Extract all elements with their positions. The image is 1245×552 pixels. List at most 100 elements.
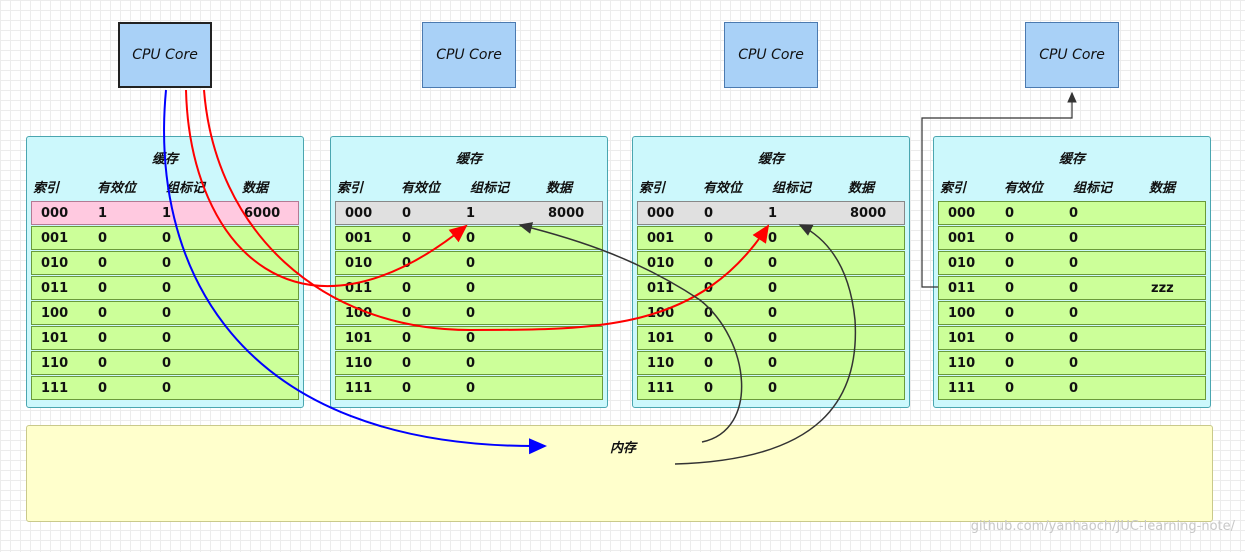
cell-valid: 0 [98, 381, 108, 396]
cpu-core-4: CPU Core [1025, 22, 1119, 88]
cell-valid: 0 [98, 306, 108, 321]
cpu-core-label: CPU Core [132, 47, 198, 63]
cell-index: 110 [41, 356, 69, 371]
cell-tag: 0 [466, 356, 476, 371]
cell-valid: 0 [704, 206, 714, 221]
cell-index: 001 [345, 231, 373, 246]
header-tag: 组标记 [772, 181, 812, 196]
cache-row: 011 0 0 [31, 276, 299, 300]
cell-index: 000 [948, 206, 976, 221]
cell-index: 011 [345, 281, 373, 296]
cell-valid: 0 [1005, 381, 1015, 396]
cpu-core-2: CPU Core [422, 22, 516, 88]
header-index: 索引 [639, 181, 666, 196]
cell-index: 111 [948, 381, 976, 396]
header-valid: 有效位 [703, 181, 743, 196]
cell-valid: 0 [402, 256, 412, 271]
cpu-core-label: CPU Core [738, 47, 804, 63]
cell-index: 110 [948, 356, 976, 371]
header-data: 数据 [546, 181, 573, 196]
cell-valid: 0 [402, 381, 412, 396]
cell-tag: 1 [162, 206, 172, 221]
cell-tag: 0 [1069, 331, 1079, 346]
cell-tag: 0 [1069, 256, 1079, 271]
header-index: 索引 [337, 181, 364, 196]
cell-tag: 0 [1069, 356, 1079, 371]
cell-tag: 0 [466, 281, 476, 296]
cell-valid: 0 [402, 206, 412, 221]
cell-tag: 0 [162, 231, 172, 246]
cell-index: 101 [948, 331, 976, 346]
cell-valid: 0 [704, 256, 714, 271]
cell-valid: 0 [98, 256, 108, 271]
memory-label: 内存 [610, 441, 637, 456]
cell-tag: 1 [466, 206, 476, 221]
cell-index: 011 [41, 281, 69, 296]
header-valid: 有效位 [401, 181, 441, 196]
credit-text: github.com/yanhaoch/JUC-learning-note/ [970, 519, 1235, 534]
cache-title: 缓存 [1058, 152, 1085, 167]
cell-valid: 0 [1005, 206, 1015, 221]
header-tag: 组标记 [470, 181, 510, 196]
cell-index: 011 [948, 281, 976, 296]
cell-valid: 0 [704, 231, 714, 246]
cache-title: 缓存 [757, 152, 784, 167]
cell-tag: 0 [1069, 231, 1079, 246]
cell-index: 001 [948, 231, 976, 246]
cell-index: 101 [647, 331, 675, 346]
header-index: 索引 [940, 181, 967, 196]
cell-index: 011 [647, 281, 675, 296]
cache-row: 101 0 0 [637, 326, 905, 350]
cell-index: 010 [345, 256, 373, 271]
cell-valid: 0 [98, 281, 108, 296]
cell-valid: 0 [704, 331, 714, 346]
cell-tag: 0 [1069, 306, 1079, 321]
cell-tag: 0 [162, 281, 172, 296]
cell-tag: 1 [768, 206, 778, 221]
cell-valid: 0 [1005, 281, 1015, 296]
cell-valid: 1 [98, 206, 108, 221]
cell-tag: 0 [162, 381, 172, 396]
cache-row: 111 0 0 [31, 376, 299, 400]
memory-box: 内存 [26, 425, 1213, 522]
cpu-core-3: CPU Core [724, 22, 818, 88]
cell-index: 100 [41, 306, 69, 321]
cell-index: 111 [647, 381, 675, 396]
cell-index: 110 [647, 356, 675, 371]
cell-index: 111 [41, 381, 69, 396]
header-tag: 组标记 [1073, 181, 1113, 196]
cell-valid: 0 [402, 306, 412, 321]
cell-valid: 0 [1005, 306, 1015, 321]
cell-tag: 0 [162, 331, 172, 346]
cell-index: 101 [345, 331, 373, 346]
cell-index: 000 [41, 206, 69, 221]
header-data: 数据 [1149, 181, 1176, 196]
cell-tag: 0 [768, 331, 778, 346]
cell-index: 100 [345, 306, 373, 321]
cell-tag: 0 [768, 306, 778, 321]
cell-index: 100 [948, 306, 976, 321]
